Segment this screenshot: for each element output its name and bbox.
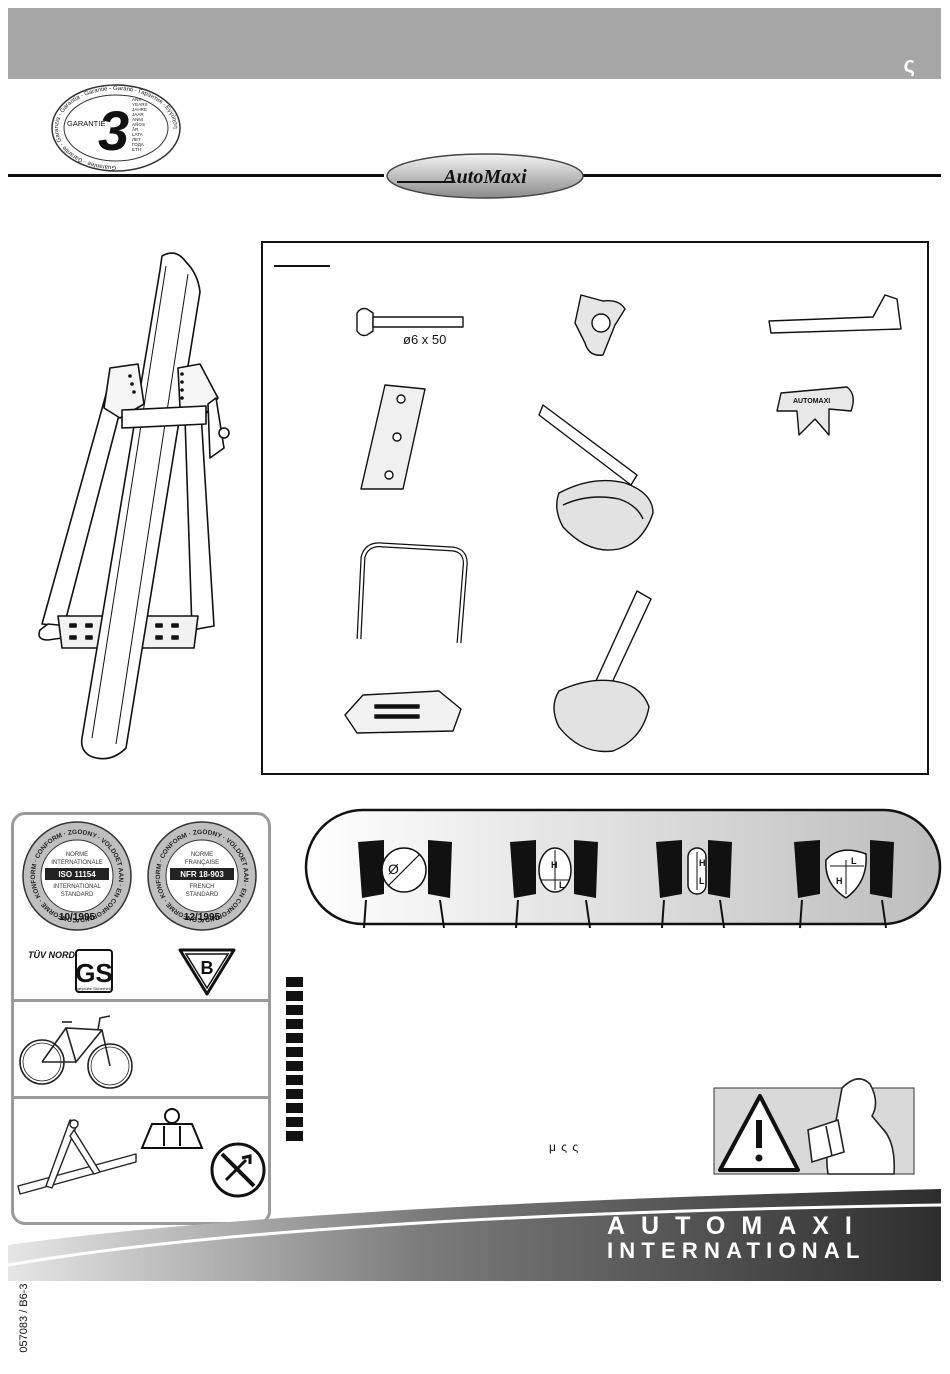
reading-person-icon xyxy=(807,1078,896,1175)
height-symbol: H xyxy=(836,876,843,886)
weight-icon xyxy=(140,1108,204,1149)
length-symbol: L xyxy=(559,880,565,890)
height-symbol: H xyxy=(699,858,706,868)
seal-year: ANNI xyxy=(132,117,143,122)
seal-year: JAAR xyxy=(132,112,144,117)
seal-year: ANS xyxy=(132,97,141,102)
mounting-plate-part xyxy=(360,384,426,490)
document-number: 057083 / B6-3 xyxy=(18,1283,30,1353)
tuv-gs-mark: TÜV NORD GS geprüfte Sicherheit xyxy=(28,949,113,993)
seal-text: FRENCH xyxy=(190,884,215,890)
gs-small-text: geprüfte Sicherheit xyxy=(77,986,111,991)
footer-band xyxy=(7,1189,942,1369)
warning-text: μ ς ς xyxy=(549,1140,580,1154)
no-tools-icon xyxy=(210,1142,266,1198)
warning-read-manual-icon xyxy=(713,1078,915,1175)
seal-date: 10/1995 xyxy=(59,912,96,923)
seal-year: ЛЕТ xyxy=(132,137,141,142)
height-symbol: H xyxy=(551,860,558,870)
seal-text: NORME xyxy=(66,852,88,858)
footer-brand-line1: AUTOMAXI xyxy=(607,1212,868,1240)
length-symbol: L xyxy=(851,856,857,866)
seal-year: ETH xyxy=(132,147,141,152)
allen-key-part xyxy=(768,294,902,334)
panel-divider xyxy=(14,1096,268,1099)
seal-year: YEARS xyxy=(132,102,148,107)
seal-text: NORME xyxy=(191,852,213,858)
header-rule-right xyxy=(583,174,941,177)
base-clip-part xyxy=(344,690,462,734)
seal-label: GARANTIE xyxy=(67,119,105,128)
round-tube-shape: Ø xyxy=(381,847,427,893)
certification-panel xyxy=(11,812,271,1225)
seal-year: AÑOS xyxy=(132,121,145,127)
clip-brand-text: AUTOMAXI xyxy=(793,398,830,405)
gs-text: GS xyxy=(75,958,113,988)
narrow-oval-tube-shape: H L xyxy=(687,847,707,895)
mounted-carrier-icon xyxy=(17,1119,137,1195)
diameter-symbol: Ø xyxy=(388,861,399,877)
seal-code: NFR 18-903 xyxy=(180,870,224,879)
tuv-text: TÜV NORD xyxy=(28,950,76,960)
star-knob-part xyxy=(574,294,626,356)
tube-compatibility-panel: Ø H L H L L H xyxy=(304,808,942,929)
bolt-part xyxy=(356,307,464,337)
b-mark: B xyxy=(178,948,236,996)
automaxi-logo: AutoMaxi xyxy=(386,153,584,199)
seal-year: ГОДА xyxy=(132,142,145,147)
logo-text: AutoMaxi xyxy=(441,166,527,188)
seal-number: 3 xyxy=(98,99,129,162)
guarantee-seal: Guarantee - Garantie - Garanzia - Garant… xyxy=(51,84,181,172)
automaxi-clip-part: AUTOMAXI xyxy=(776,386,854,436)
seal-text: INTERNATIONAL xyxy=(53,884,101,890)
panel-divider xyxy=(14,999,268,1002)
footer-brand-line2: INTERNATIONAL xyxy=(607,1238,866,1263)
seal-year: ÅR xyxy=(132,126,139,132)
u-bolt-part xyxy=(356,542,468,644)
bicycle-icon xyxy=(19,1015,133,1089)
oval-tube-shape: H L xyxy=(538,847,572,893)
bike-carrier-drawing xyxy=(38,252,230,760)
parts-heading-underline xyxy=(274,265,330,267)
seal-date: 12/1995 xyxy=(184,912,221,923)
seal-text: FRANÇAISE xyxy=(185,860,219,866)
installation-icons xyxy=(17,1108,266,1198)
wheel-cradle-part xyxy=(538,404,654,551)
language-markers xyxy=(286,977,304,1145)
seal-code: ISO 11154 xyxy=(58,870,96,879)
seal-text: STANDARD xyxy=(61,892,94,898)
seal-year: JAHRE xyxy=(132,107,147,112)
length-symbol: L xyxy=(699,876,705,886)
header-rule-left xyxy=(8,174,384,177)
certification-seals: CONFORME · KONFORM · CONFORM · ZGODNY · … xyxy=(22,816,257,996)
bolt-size-label: ø6 x 50 xyxy=(403,332,447,347)
seal-text: STANDARD xyxy=(186,892,219,898)
seal-year: LATA xyxy=(132,132,144,137)
parts-illustrations: AUTOMAXI xyxy=(344,294,902,753)
b-mark-text: B xyxy=(201,958,214,978)
header-bar: ς xyxy=(8,8,941,79)
parts-list-box xyxy=(261,241,929,775)
header-corner-mark: ς xyxy=(903,52,915,77)
wheel-cradle-part xyxy=(553,590,652,753)
iso-seal: CONFORME · KONFORM · CONFORM · ZGODNY · … xyxy=(22,816,132,931)
triangular-tube-shape: L H xyxy=(825,849,867,899)
seal-text: INTERNATIONALE xyxy=(51,860,103,866)
